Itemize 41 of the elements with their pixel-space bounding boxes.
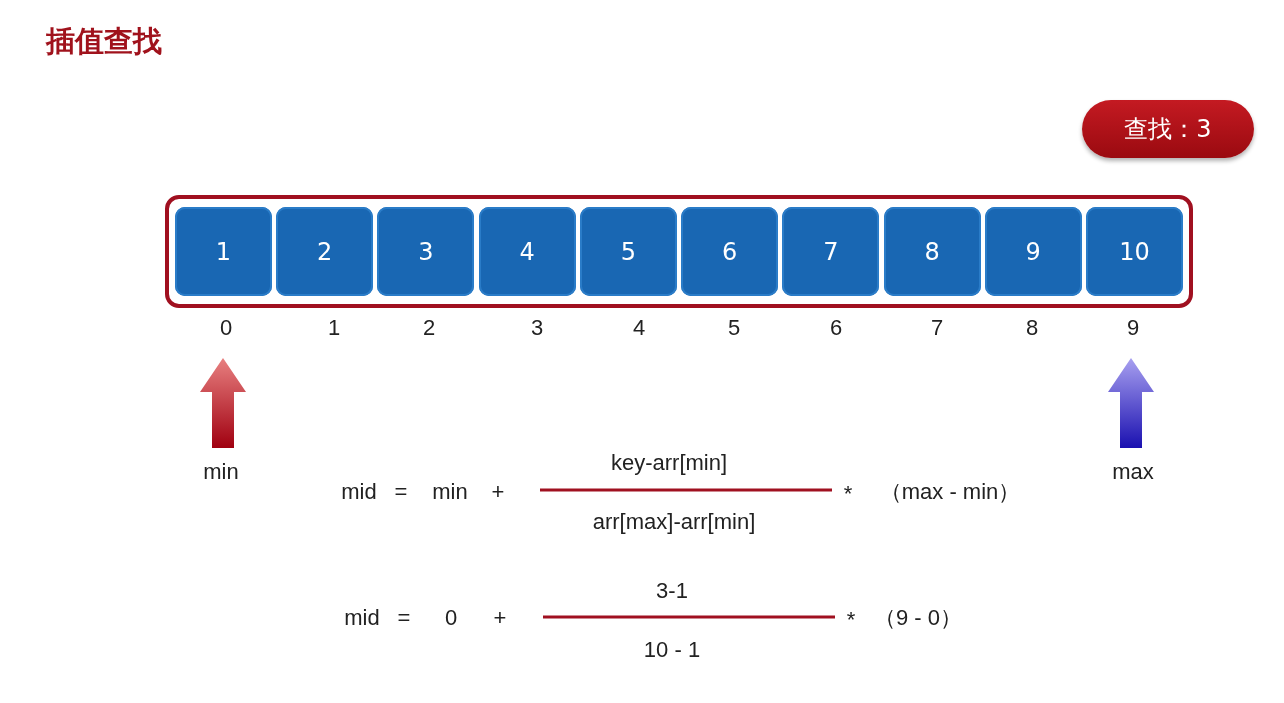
array-cell: 6 xyxy=(681,207,779,296)
formula-text: mid xyxy=(341,479,377,505)
index-label: 4 xyxy=(632,315,646,341)
formula-text: arr[max]-arr[min] xyxy=(592,509,756,535)
title: 插值查找 xyxy=(46,23,162,60)
array-cell: 8 xyxy=(883,207,981,296)
array-cell: 9 xyxy=(984,207,1082,296)
array-cell: 1 xyxy=(175,207,272,296)
index-label: 3 xyxy=(530,315,544,341)
formula-text: （9 - 0） xyxy=(874,604,962,632)
array-cell: 7 xyxy=(782,207,880,296)
formula-text: = xyxy=(397,605,411,631)
array-cell: 5 xyxy=(579,207,677,296)
formula-text: min xyxy=(432,479,468,505)
array-cell: 4 xyxy=(478,207,576,296)
index-label: 0 xyxy=(219,315,233,341)
index-label: 9 xyxy=(1126,315,1140,341)
array-cell: 10 xyxy=(1085,207,1183,296)
formula-text: + xyxy=(493,605,507,631)
formula-text: 0 xyxy=(444,605,458,631)
formula-text: 10 - 1 xyxy=(643,637,701,663)
formula-text: + xyxy=(491,479,505,505)
formula-text: mid xyxy=(344,605,380,631)
array-frame xyxy=(165,195,1193,308)
formula-text: key-arr[min] xyxy=(610,450,728,476)
array-cell: 3 xyxy=(377,207,475,296)
formula-text: * xyxy=(843,481,853,507)
index-label: 5 xyxy=(727,315,741,341)
index-label: 6 xyxy=(829,315,843,341)
index-label: 8 xyxy=(1025,315,1039,341)
formula-text: max xyxy=(1112,459,1154,485)
search-key-badge: 查找：3 xyxy=(1082,100,1254,158)
formula-text: min xyxy=(203,459,239,485)
index-label: 1 xyxy=(327,315,341,341)
array-cell: 2 xyxy=(276,207,374,296)
formula-text: * xyxy=(846,607,856,633)
formula-text: （max - min） xyxy=(879,478,1021,506)
index-label: 2 xyxy=(422,315,436,341)
index-label: 7 xyxy=(930,315,944,341)
formula-text: 3-1 xyxy=(656,578,688,604)
formula-text: = xyxy=(394,479,408,505)
